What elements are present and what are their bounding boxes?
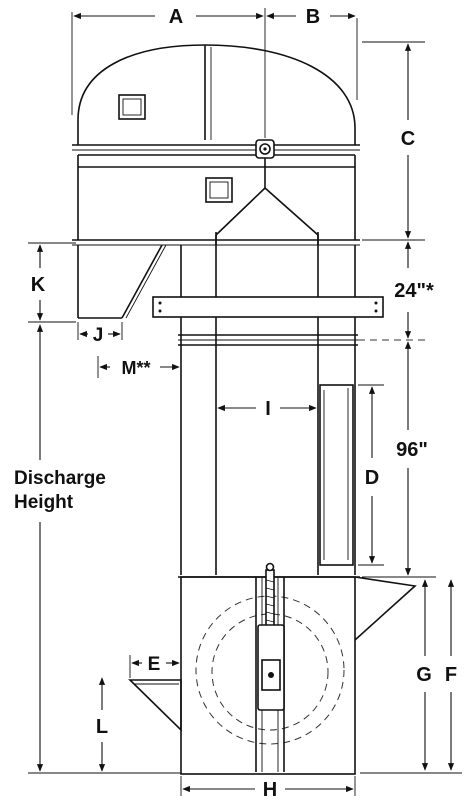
label-a: A: [169, 6, 183, 28]
label-f: F: [445, 664, 457, 686]
label-discharge: Discharge: [14, 468, 106, 489]
label-h: H: [263, 779, 277, 799]
label-g: G: [416, 664, 432, 686]
dimension-labels: A B C 24"* 96" D K J M** I Discharge Hei…: [14, 6, 457, 799]
label-height: Height: [14, 492, 74, 513]
label-96in: 96": [396, 439, 428, 461]
head-section: [72, 44, 360, 246]
label-b: B: [306, 6, 320, 28]
support-beam: [152, 296, 384, 318]
label-c: C: [401, 128, 415, 150]
label-i: I: [265, 398, 271, 420]
discharge-spout: [77, 244, 167, 319]
label-j: J: [93, 325, 104, 346]
dimension-lines: [28, 8, 462, 796]
label-24in: 24"*: [394, 280, 434, 302]
label-d: D: [365, 467, 379, 489]
label-l: L: [96, 716, 108, 738]
boot-section: [128, 562, 417, 775]
label-m: M**: [121, 358, 150, 378]
label-e: E: [148, 654, 161, 675]
casing: [178, 186, 358, 575]
label-k: K: [31, 274, 46, 296]
